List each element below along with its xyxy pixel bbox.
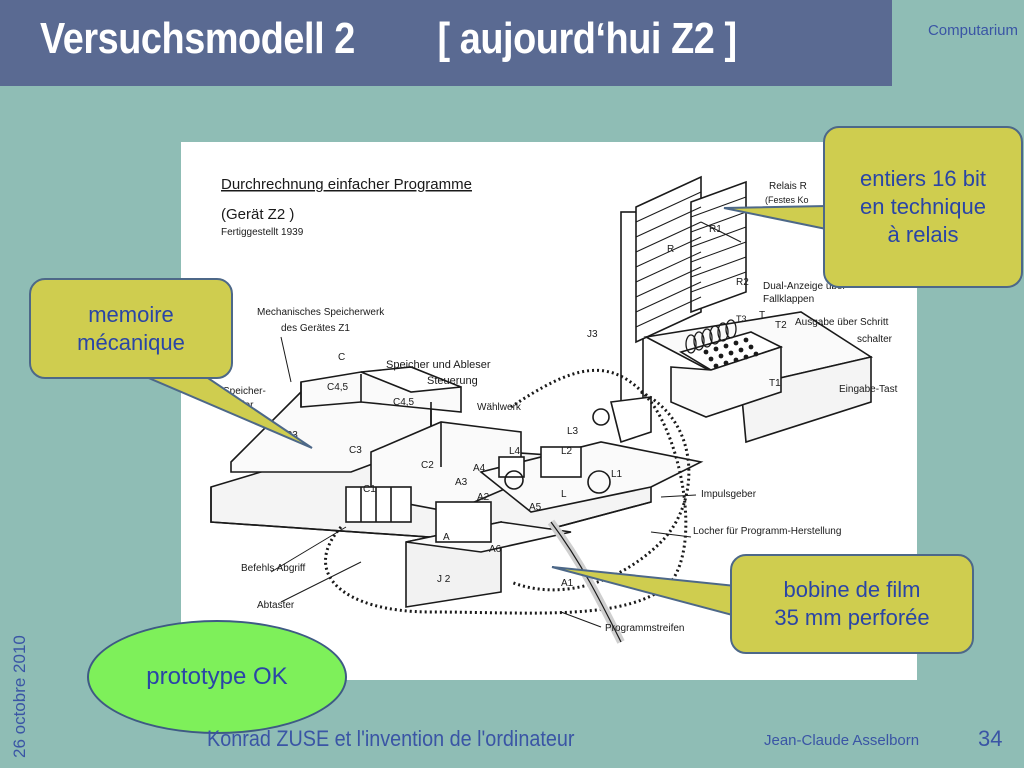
code-t3: T3	[736, 314, 747, 324]
film-callout-text: bobine de film 35 mm perforée	[774, 577, 930, 630]
title-right: [ aujourd‘hui Z2 ]	[437, 14, 737, 63]
label-mech-storage-2: des Gerätes Z1	[281, 323, 350, 334]
memory-callout: memoire mécanique	[29, 278, 233, 379]
label-output: Ausgabe über Schritt	[795, 317, 889, 328]
code-l2: L2	[561, 446, 573, 457]
code-c3-a: C3	[285, 430, 298, 441]
relay-callout: entiers 16 bit en technique à relais	[823, 126, 1023, 288]
label-storage-left: Speicher-	[223, 386, 266, 397]
code-c: C	[338, 352, 345, 363]
relay-callout-text: entiers 16 bit en technique à relais	[860, 166, 986, 247]
label-storage-left-2: der	[239, 400, 254, 411]
label-input-keys: Eingabe-Tast	[839, 384, 898, 395]
code-c45-b: C4,5	[393, 397, 415, 408]
code-l3: L3	[567, 426, 579, 437]
label-command-tap: Befehls Abgriff	[241, 563, 306, 574]
code-r2: R2	[736, 277, 749, 288]
code-l4: L4	[509, 446, 521, 457]
code-a5: A5	[529, 502, 542, 513]
code-t2: T2	[775, 320, 787, 331]
label-relay-rack-2: (Festes Ko	[765, 195, 809, 205]
label-storage-reader: Speicher und Ableser	[386, 359, 491, 371]
code-r: R	[667, 244, 674, 255]
memory-callout-text: memoire mécanique	[77, 301, 185, 355]
code-a4: A4	[473, 463, 486, 474]
footer-author: Jean-Claude Asselborn	[764, 732, 920, 749]
diagram-svg: Durchrechnung einfacher Programme (Gerät…	[210, 175, 898, 644]
diagram-device: (Gerät Z2 )	[221, 206, 294, 223]
film-callout: bobine de film 35 mm perforée	[730, 554, 974, 654]
code-a6: A6	[489, 544, 502, 555]
code-a2: A2	[477, 492, 490, 503]
label-flaps: Fallklappen	[763, 294, 814, 305]
code-j2: J 2	[437, 574, 451, 585]
title-left: Versuchsmodell 2	[40, 14, 355, 63]
code-c3-b: C3	[349, 445, 362, 456]
footer-title: Konrad ZUSE et l'invention de l'ordinate…	[207, 726, 575, 751]
label-relay-rack: Relais R	[769, 181, 807, 192]
title-bar: Versuchsmodell 2 [ aujourd‘hui Z2 ]	[0, 0, 892, 86]
diagram-heading: Durchrechnung einfacher Programme	[221, 176, 472, 193]
label-pulse: Impulsgeber	[701, 489, 757, 500]
code-l: L	[561, 489, 567, 500]
code-c2: C2	[421, 460, 434, 471]
page-number: 34	[978, 726, 1003, 751]
slide-title: Versuchsmodell 2 [ aujourd‘hui Z2 ]	[40, 14, 737, 64]
slide-date: 26 octobre 2010	[10, 635, 29, 758]
code-a1: A1	[561, 578, 574, 589]
prototype-ellipse: prototype OK	[87, 620, 347, 734]
label-output-2: schalter	[857, 334, 893, 345]
code-r1: R1	[709, 224, 722, 235]
corner-label: Computarium	[927, 22, 1018, 39]
prototype-text: prototype OK	[146, 663, 288, 690]
label-mech-storage: Mechanisches Speicherwerk	[257, 307, 385, 318]
code-t1: T1	[769, 378, 781, 389]
diagram-finished: Fertiggestellt 1939	[221, 227, 304, 238]
label-control: Steuerung	[427, 375, 478, 387]
code-l1: L1	[611, 469, 623, 480]
code-t: T	[759, 310, 765, 321]
code-a3: A3	[455, 477, 468, 488]
label-selector: Wählwerk	[477, 402, 522, 413]
label-dual-display: Dual-Anzeige über	[763, 281, 846, 292]
label-scanner: Abtaster	[257, 600, 295, 611]
code-a: A	[443, 532, 450, 543]
code-j3: J3	[587, 329, 598, 340]
label-punch: Locher für Programm-Herstellung	[693, 526, 841, 537]
code-c1: C1	[363, 484, 376, 495]
code-c45-a: C4,5	[327, 382, 349, 393]
label-program-strip: Programmstreifen	[605, 623, 684, 634]
